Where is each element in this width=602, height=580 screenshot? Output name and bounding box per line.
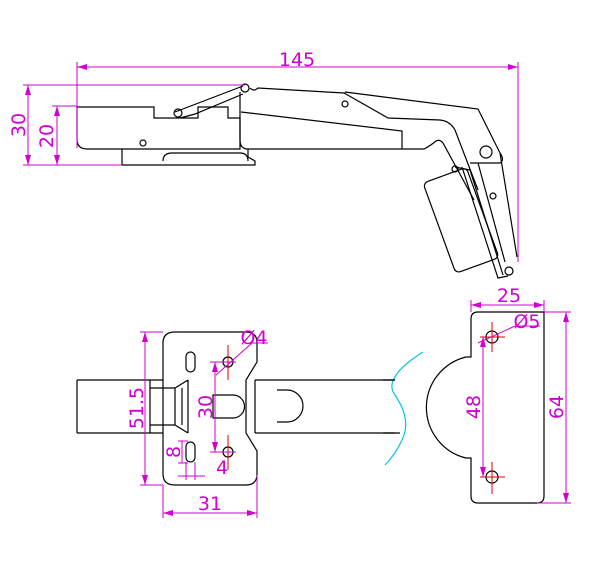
cup-pin (139, 139, 147, 147)
dim-8: 8 (163, 446, 185, 458)
dim-o4: Ø4 (240, 327, 267, 349)
arm-box (149, 379, 256, 434)
mounting-plate-view: 25 64 48 Ø5 (383, 285, 571, 504)
dim-30: 30 (8, 113, 30, 137)
slot-bottom (185, 441, 196, 463)
leader-o4 (215, 342, 268, 376)
arm-band-end (383, 379, 400, 434)
arm-rivet (341, 100, 349, 108)
dim-line-25 (470, 300, 545, 312)
link-arm (174, 85, 244, 119)
dim-line-31 (162, 475, 258, 518)
dim-31: 31 (198, 493, 222, 515)
main-arm (239, 87, 518, 258)
adjust-slot (212, 394, 246, 419)
hinge-cup (76, 106, 241, 150)
arm-inner-line (240, 92, 479, 191)
dim-4: 4 (216, 457, 228, 479)
dim-30-holes: 30 (195, 395, 217, 419)
slot-top (185, 351, 196, 373)
dim-25: 25 (497, 285, 521, 307)
knuckle (470, 152, 506, 263)
side-view: 145 30 20 (8, 49, 519, 279)
dim-line-64 (537, 311, 571, 504)
leader-o5 (477, 325, 540, 344)
dim-line-30-holes (210, 361, 236, 453)
arm-cutout (277, 389, 304, 423)
dim-48: 48 (463, 395, 485, 419)
link-pin (173, 108, 183, 118)
door-link (454, 166, 509, 279)
dim-145: 145 (279, 49, 315, 71)
dim-line-51.5 (140, 331, 163, 486)
dim-o5: Ø5 (513, 311, 540, 333)
arm-band (76, 379, 395, 434)
base-boss (162, 152, 249, 162)
dim-line-145 (76, 62, 519, 262)
door-pin (451, 165, 459, 173)
knuckle-rivet (489, 192, 497, 200)
plan-view: 51.5 31 30 8 4 Ø4 (76, 327, 395, 518)
end-pin (504, 266, 514, 276)
base-plate (425, 311, 545, 504)
arm-pin (240, 83, 250, 93)
base-flange (121, 149, 256, 166)
dim-64: 64 (546, 395, 568, 419)
door-plate (423, 168, 499, 273)
dim-51.5: 51.5 (126, 387, 148, 429)
knuckle-pin (479, 145, 493, 159)
dim-20: 20 (36, 124, 58, 148)
dim-line-4 (178, 462, 205, 480)
door-edge-curve (384, 351, 424, 466)
mounting-plate (162, 331, 258, 486)
dim-line-30 (23, 84, 245, 166)
